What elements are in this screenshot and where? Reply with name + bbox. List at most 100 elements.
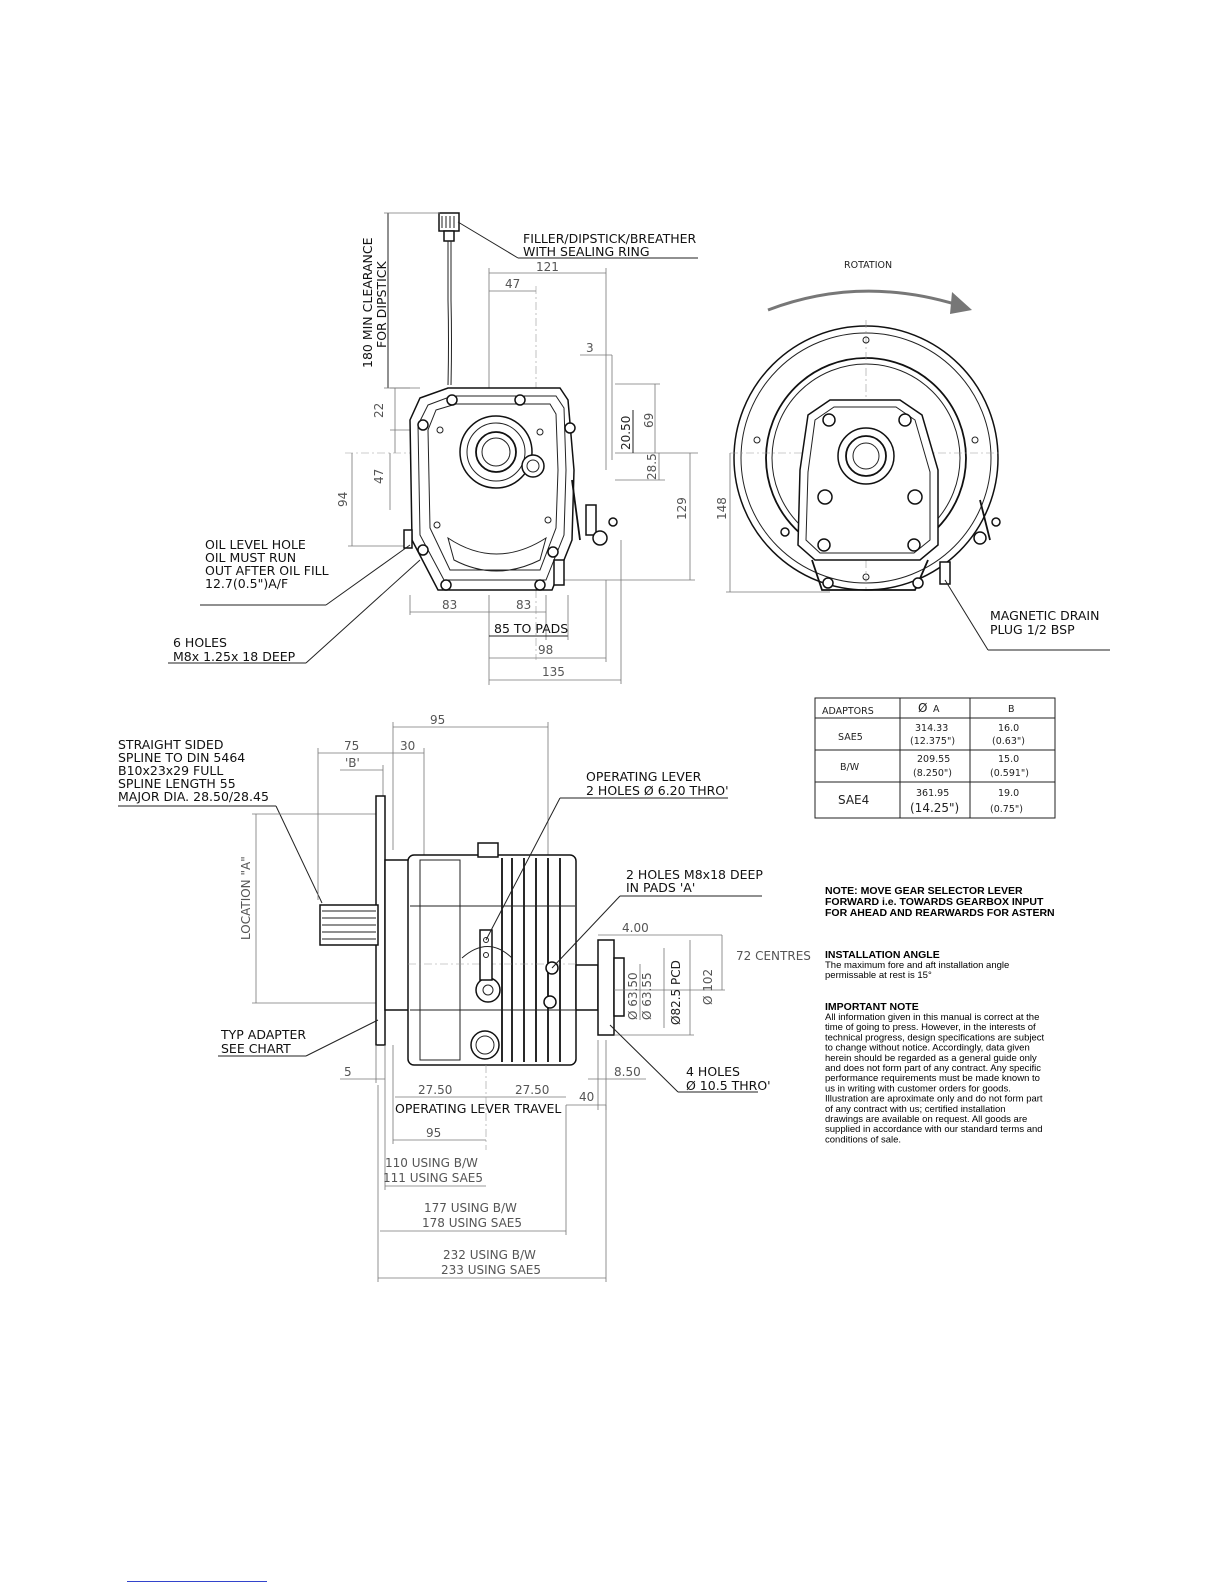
- rear-view: ROTATION 148 MAGNETIC DRAIN PL: [715, 260, 1110, 651]
- spline-label-3: B10x23x29 FULL: [118, 763, 223, 778]
- dim-63-50: Ø 63.50: [626, 972, 640, 1020]
- dim-82-5-pcd: Ø82.5 PCD: [669, 960, 683, 1025]
- important-note-line: and does not form part of any contract. …: [825, 1063, 1041, 1074]
- front-view: 180 MIN CLEARANCE FOR DIPSTICK FILLER/DI…: [168, 212, 698, 685]
- dim-5: 5: [344, 1065, 352, 1079]
- gear-note-1: NOTE: MOVE GEAR SELECTOR LEVER: [825, 885, 1023, 897]
- dim-27-50-right: 27.50: [515, 1083, 549, 1097]
- dim-75: 75: [344, 739, 359, 753]
- dim-8-50: 8.50: [614, 1065, 641, 1079]
- dim-40: 40: [579, 1090, 594, 1104]
- oil-level-label-2: OIL MUST RUN: [205, 550, 296, 565]
- clearance-label-2: FOR DIPSTICK: [374, 260, 389, 348]
- dim-83-left: 83: [442, 598, 457, 612]
- table-row-sae5-b2: (0.63"): [992, 736, 1025, 747]
- dim-47-left: 47: [372, 469, 386, 484]
- pads-label-2: IN PADS 'A': [626, 880, 695, 895]
- dim-110: 110 USING B/W: [385, 1156, 478, 1170]
- table-row-bw-name: B/W: [840, 762, 860, 773]
- drain-label-1: MAGNETIC DRAIN: [990, 608, 1099, 623]
- table-row-sae4-b1: 19.0: [998, 788, 1019, 799]
- table-header-b: B: [1008, 704, 1015, 715]
- dim-233: 233 USING SAE5: [441, 1263, 541, 1277]
- diameter-icon: Ø: [918, 701, 927, 715]
- drain-label-2: PLUG 1/2 BSP: [990, 622, 1075, 637]
- lever-label-2: 2 HOLES Ø 6.20 THRO': [586, 783, 729, 798]
- table-row-sae4-name: SAE4: [838, 793, 869, 807]
- oil-level-label-1: OIL LEVEL HOLE: [205, 537, 306, 552]
- holes4-label-1: 4 HOLES: [686, 1064, 740, 1079]
- gear-note-2: FORWARD i.e. TOWARDS GEARBOX INPUT: [825, 896, 1044, 908]
- notes: NOTE: MOVE GEAR SELECTOR LEVER FORWARD i…: [825, 885, 1055, 1145]
- dim-95-top: 95: [430, 713, 445, 727]
- dim-177: 177 USING B/W: [424, 1201, 517, 1215]
- important-note-line: time of going to press. However, in the …: [825, 1022, 1036, 1033]
- important-note-line: conditions of sale.: [825, 1134, 901, 1145]
- rotation-label: ROTATION: [844, 260, 892, 271]
- filler-label-2: WITH SEALING RING: [523, 244, 650, 259]
- adaptor-table: ADAPTORS Ø A B SAE5 314.33 (12.375") 16.…: [814, 697, 1056, 819]
- location-a-label: LOCATION "A": [239, 856, 253, 940]
- important-note-line: of any contract with us; certified insta…: [825, 1104, 1006, 1115]
- table-row-sae5-a1: 314.33: [915, 723, 948, 734]
- holes-label-1: 6 HOLES: [173, 635, 227, 650]
- gear-note-3: FOR AHEAD AND REARWARDS FOR ASTERN: [825, 907, 1055, 919]
- dim-30: 30: [400, 739, 415, 753]
- table-row-sae4-a1: 361.95: [916, 788, 949, 799]
- dim-232: 232 USING B/W: [443, 1248, 536, 1262]
- side-view: STRAIGHT SIDED SPLINE TO DIN 5464 B10x23…: [118, 713, 811, 1282]
- table-header-a: A: [933, 704, 940, 715]
- table-row-sae5-name: SAE5: [838, 732, 863, 743]
- important-note-line: Illustration are aproximate only and do …: [825, 1094, 1043, 1105]
- important-note-body: All information given in this manual is …: [825, 1012, 1045, 1145]
- table-row-sae5-b1: 16.0: [998, 723, 1019, 734]
- dim-111: 111 USING SAE5: [383, 1171, 483, 1185]
- lever-label-1: OPERATING LEVER: [586, 769, 702, 784]
- dim-47-top: 47: [505, 277, 520, 291]
- important-note-line: technical progress, design specification…: [825, 1032, 1045, 1043]
- pads-label-1: 2 HOLES M8x18 DEEP: [626, 867, 763, 882]
- lever-travel-label: OPERATING LEVER TRAVEL: [395, 1101, 561, 1116]
- angle-title: INSTALLATION ANGLE: [825, 949, 940, 961]
- footer-rule: [127, 1581, 267, 1582]
- dim-22: 22: [372, 403, 386, 418]
- important-note-line: performance requirements must be made kn…: [825, 1073, 1040, 1084]
- centres-label: 72 CENTRES: [736, 949, 811, 963]
- filler-label-1: FILLER/DIPSTICK/BREATHER: [523, 231, 697, 246]
- output-flange: [459, 415, 533, 489]
- important-note-line: drawings are available on request. All g…: [825, 1114, 1027, 1125]
- dim-135: 135: [542, 665, 565, 679]
- dim-28-5: 28.5: [645, 453, 659, 480]
- dim-83-right: 83: [516, 598, 531, 612]
- table-row-bw-b1: 15.0: [998, 754, 1019, 765]
- oil-level-label-4: 12.7(0.5")A/F: [205, 576, 288, 591]
- dim-121: 121: [536, 260, 559, 274]
- dim-85-to-pads: 85 TO PADS: [494, 621, 568, 636]
- angle-line-2: permissable at rest is 15°: [825, 970, 932, 981]
- rotation-arrow-icon: [950, 292, 972, 314]
- dim-3: 3: [586, 341, 594, 355]
- dim-69: 69: [642, 413, 656, 428]
- dim-148: 148: [715, 497, 729, 520]
- table-row-bw-a2: (8.250"): [913, 768, 952, 779]
- dim-20-50: 20.50: [619, 416, 633, 450]
- clearance-label-1: 180 MIN CLEARANCE: [360, 237, 375, 368]
- spline-label-4: SPLINE LENGTH 55: [118, 776, 236, 791]
- dim-102: Ø 102: [701, 969, 715, 1005]
- dim-27-50-left: 27.50: [418, 1083, 452, 1097]
- holes-label-2: M8x 1.25x 18 DEEP: [173, 649, 296, 664]
- table-row-sae4-b2: (0.75"): [990, 804, 1023, 815]
- important-note-line: supplied in accordance with our standard…: [825, 1124, 1043, 1135]
- dim-94: 94: [336, 492, 350, 507]
- adapter-label-1: TYP ADAPTER: [220, 1027, 306, 1042]
- angle-line-1: The maximum fore and aft installation an…: [825, 960, 1009, 971]
- important-note-line: herein should be regarded as a general g…: [825, 1053, 1037, 1064]
- spline-label-2: SPLINE TO DIN 5464: [118, 750, 245, 765]
- dim-63-55: Ø 63.55: [640, 972, 654, 1020]
- dim-95-bottom: 95: [426, 1126, 441, 1140]
- operating-lever: [479, 929, 493, 981]
- table-row-bw-b2: (0.591"): [990, 768, 1029, 779]
- important-note-line: us in writing with customer orders for g…: [825, 1083, 1011, 1094]
- important-note-line: to change without notice. Accordingly, d…: [825, 1043, 1030, 1054]
